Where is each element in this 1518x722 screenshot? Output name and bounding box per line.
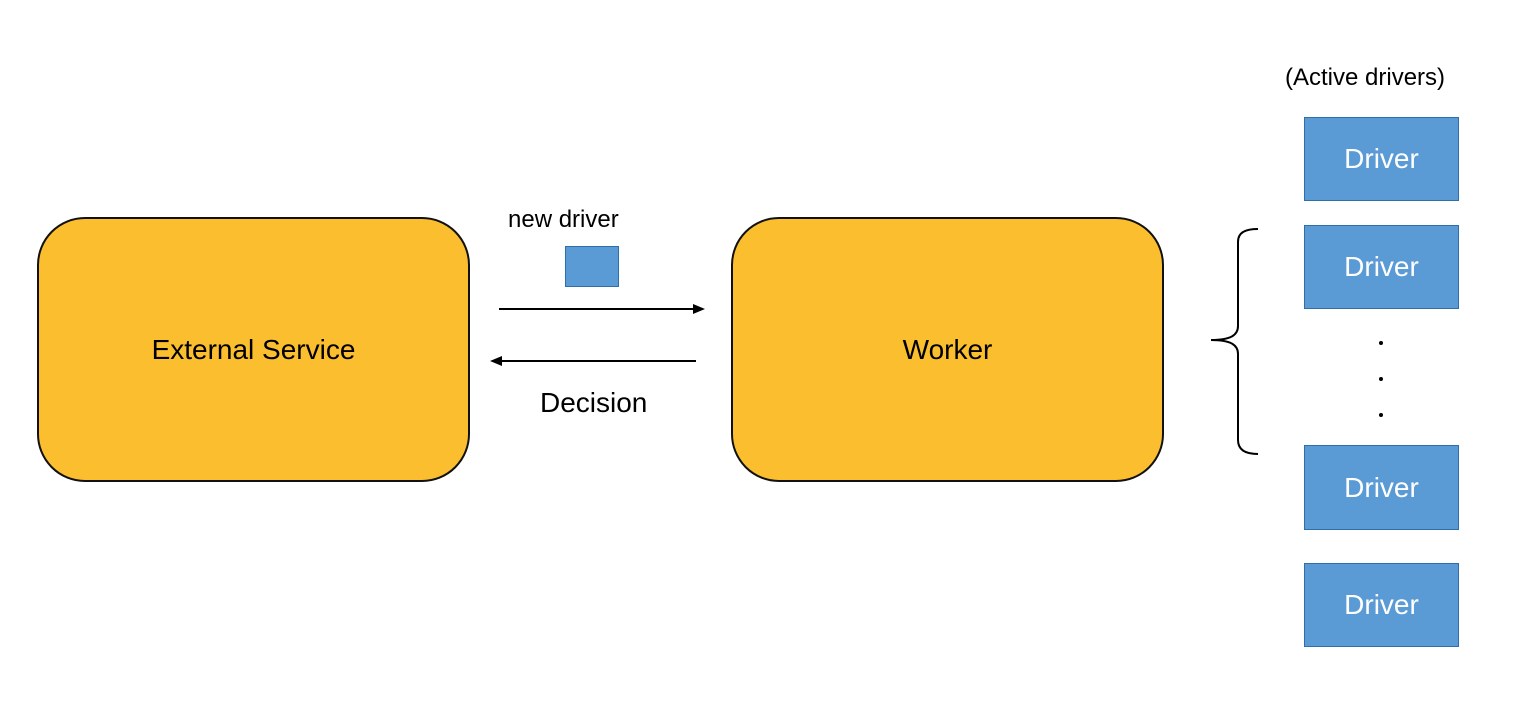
driver-label: Driver xyxy=(1344,251,1419,282)
ellipsis-dot xyxy=(1379,341,1383,345)
new-driver-label: new driver xyxy=(508,206,619,233)
driver-box: Driver xyxy=(1304,117,1459,201)
driver-box: Driver xyxy=(1304,445,1459,530)
ellipsis-dot xyxy=(1379,377,1383,381)
external-service-label: External Service xyxy=(151,333,356,365)
driver-box: Driver xyxy=(1304,563,1459,647)
driver-box: Driver xyxy=(1304,225,1459,309)
new-driver-token xyxy=(565,246,619,287)
driver-label: Driver xyxy=(1344,589,1419,620)
worker-node: Worker xyxy=(731,217,1164,482)
decision-label: Decision xyxy=(540,387,648,418)
worker-label: Worker xyxy=(902,333,993,365)
external-service-node: External Service xyxy=(37,217,470,482)
arrow-to-external-service xyxy=(490,356,696,366)
active-drivers-brace xyxy=(1210,228,1259,455)
active-drivers-title: (Active drivers) xyxy=(1285,64,1446,91)
driver-label: Driver xyxy=(1344,143,1419,174)
ellipsis-dot xyxy=(1379,413,1383,417)
driver-label: Driver xyxy=(1344,471,1419,503)
arrow-to-worker xyxy=(499,304,705,314)
